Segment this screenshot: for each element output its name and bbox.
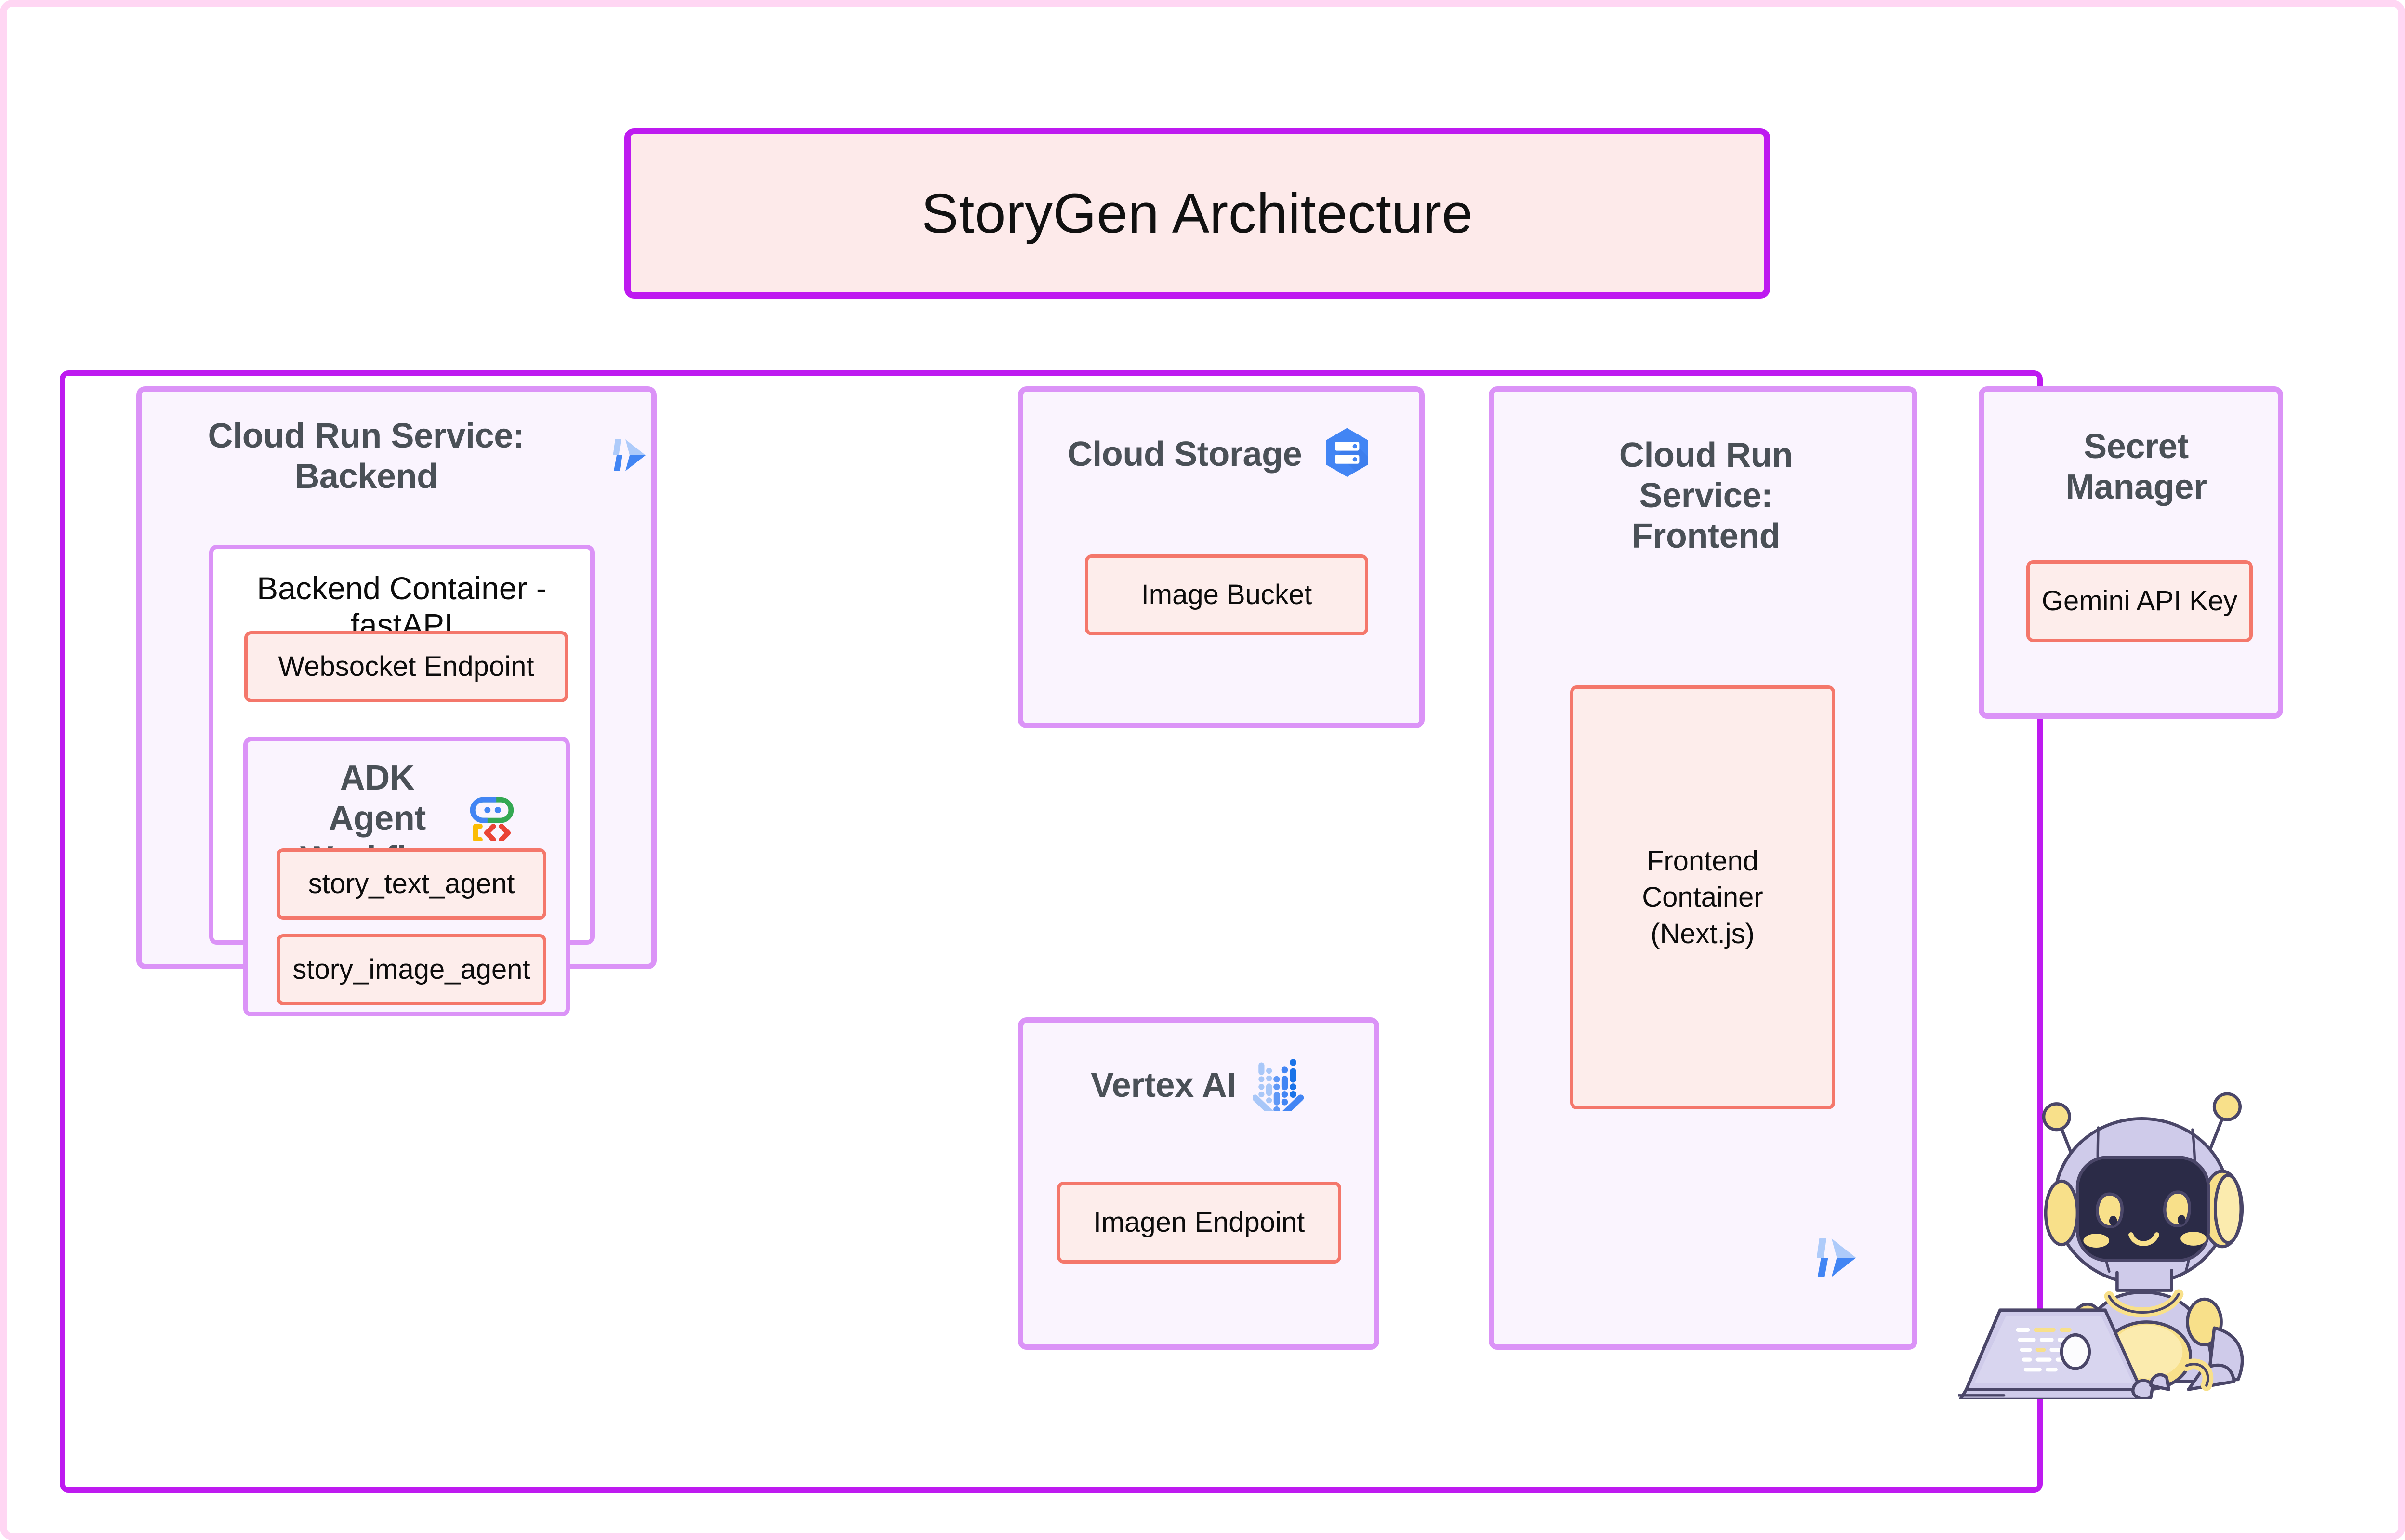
imagen-endpoint-label: Imagen Endpoint: [1093, 1207, 1305, 1238]
backend-container[interactable]: Backend Container - fastAPI Websocket En…: [209, 545, 595, 1016]
agent-label-story-image: story_image_agent: [292, 954, 530, 986]
service-card-backend[interactable]: Cloud Run Service: Backend Backend Conta…: [136, 386, 657, 1016]
adk-agent-workflow-group[interactable]: ADK Agent Workflow: [243, 737, 570, 1016]
service-card-vertex-ai[interactable]: Vertex AI: [1018, 1017, 1379, 1350]
vertex-ai-icon: [1252, 1057, 1307, 1125]
agent-box-story-image[interactable]: story_image_agent: [277, 934, 546, 1005]
gemini-api-key-label: Gemini API Key: [2041, 585, 2238, 617]
imagen-endpoint-box[interactable]: Imagen Endpoint: [1057, 1182, 1341, 1264]
diagram-title-card: StoryGen Architecture: [624, 128, 1770, 299]
agent-box-story-text[interactable]: story_text_agent: [277, 848, 546, 920]
image-bucket-box[interactable]: Image Bucket: [1085, 554, 1368, 635]
architecture-container: Cloud Run Service: Backend Backend Conta…: [60, 370, 2283, 1493]
backend-title: Cloud Run Service: Backend: [208, 417, 525, 496]
service-card-cloud-storage[interactable]: Cloud Storage Image Bucket: [1018, 386, 1425, 728]
websocket-endpoint-box[interactable]: Websocket Endpoint: [244, 631, 568, 702]
gemini-api-key-box[interactable]: Gemini API Key: [2026, 560, 2253, 642]
vertex-card-header: Vertex AI: [1023, 1057, 1374, 1125]
frontend-title: Cloud Run Service: Frontend: [1619, 436, 1793, 556]
vertex-ai-title: Vertex AI: [1091, 1066, 1236, 1105]
image-bucket-label: Image Bucket: [1141, 579, 1312, 611]
adk-agent-icon: [468, 794, 515, 843]
backend-container-title: Backend Container - fastAPI: [257, 570, 547, 643]
frontend-container-label: Frontend Container (Next.js): [1642, 845, 1763, 949]
page-title: StoryGen Architecture: [921, 182, 1473, 245]
robot-with-laptop-illustration: [1957, 1062, 2296, 1401]
websocket-endpoint-label: Websocket Endpoint: [278, 651, 534, 683]
storage-card-header: Cloud Storage: [1023, 425, 1419, 484]
frontend-container-box[interactable]: Frontend Container (Next.js): [1570, 685, 1835, 1109]
service-card-frontend[interactable]: Cloud Run Service: Frontend Frontend Con…: [1489, 386, 1917, 1350]
cloud-storage-title: Cloud Storage: [1067, 435, 1302, 474]
cloud-run-icon: [1807, 1230, 1863, 1288]
cloud-storage-icon: [1319, 425, 1375, 484]
agent-label-story-text: story_text_agent: [308, 868, 515, 900]
backend-card-header: Cloud Run Service: Backend: [142, 416, 651, 497]
service-card-secret-manager[interactable]: Secret Manager Gemini API Key: [1979, 386, 2283, 719]
secret-manager-title: Secret Manager: [2065, 427, 2207, 507]
cloud-run-icon: [605, 432, 651, 481]
